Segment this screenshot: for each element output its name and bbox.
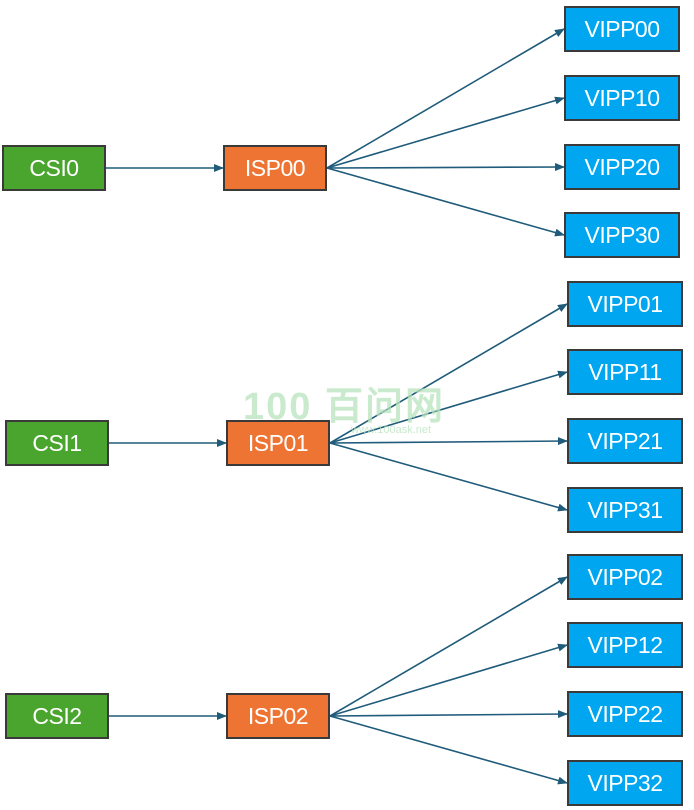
edge-isp01-to-vipp21 <box>329 437 568 446</box>
node-csi0: CSI0 <box>2 145 106 191</box>
node-vipp11: VIPP11 <box>567 349 683 395</box>
node-vipp10: VIPP10 <box>564 75 680 121</box>
node-csi2: CSI2 <box>5 693 109 739</box>
edge-isp00-to-vipp30 <box>326 167 565 237</box>
node-vipp12: VIPP12 <box>567 622 683 668</box>
edge-isp00-to-vipp20 <box>326 163 565 172</box>
node-vipp22: VIPP22 <box>567 691 683 737</box>
edge-isp02-to-vipp32 <box>329 715 568 785</box>
edge-isp01-to-vipp31 <box>329 442 568 512</box>
edge-isp02-to-vipp02 <box>329 576 568 717</box>
node-csi1: CSI1 <box>5 420 109 466</box>
edge-isp02-to-vipp22 <box>329 710 568 719</box>
node-isp01: ISP01 <box>226 420 330 466</box>
node-vipp00: VIPP00 <box>564 6 680 52</box>
node-vipp30: VIPP30 <box>564 212 680 258</box>
node-vipp32: VIPP32 <box>567 760 683 806</box>
node-isp02: ISP02 <box>226 693 330 739</box>
node-vipp31: VIPP31 <box>567 487 683 533</box>
node-isp00: ISP00 <box>223 145 327 191</box>
edge-isp00-to-vipp00 <box>326 28 565 169</box>
node-vipp20: VIPP20 <box>564 144 680 190</box>
edge-isp01-to-vipp11 <box>329 370 568 444</box>
node-vipp01: VIPP01 <box>567 281 683 327</box>
node-vipp02: VIPP02 <box>567 554 683 600</box>
edge-isp02-to-vipp12 <box>329 643 568 717</box>
node-vipp21: VIPP21 <box>567 418 683 464</box>
edge-isp00-to-vipp10 <box>326 96 565 169</box>
edge-isp01-to-vipp01 <box>329 303 568 444</box>
